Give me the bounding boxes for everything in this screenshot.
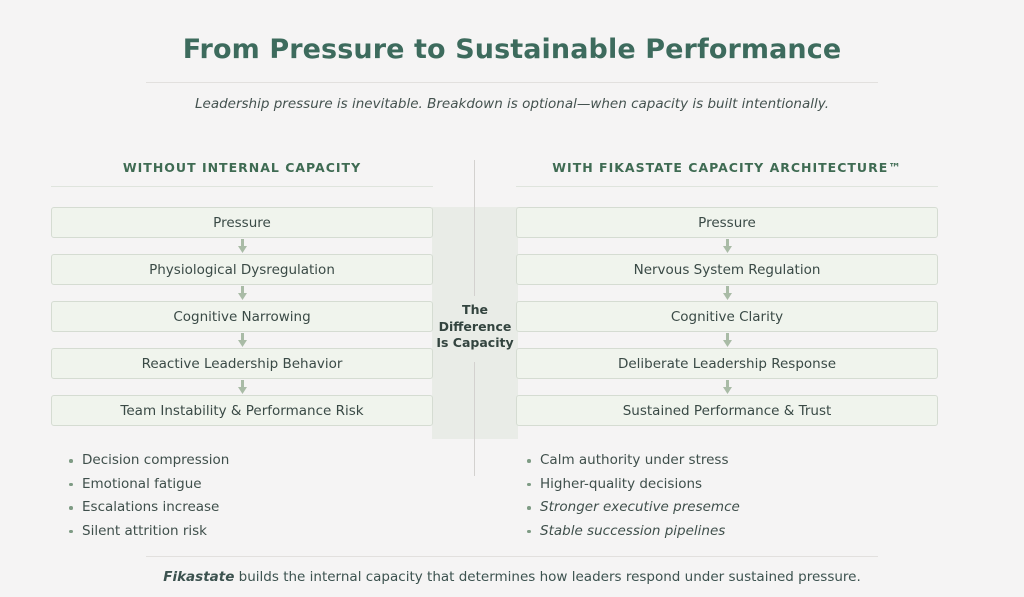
brand-name: Fikastate [163, 569, 235, 585]
arrow-down-icon [51, 379, 433, 395]
arrow-down-icon [51, 285, 433, 301]
flow-step-box: Physiological Dysregulation [51, 254, 433, 285]
center-divider-bottom [474, 362, 475, 476]
flow-step-box: Cognitive Clarity [516, 301, 938, 332]
flow-step-box: Pressure [516, 207, 938, 238]
column-header-rule-left [51, 186, 433, 187]
title-divider [146, 82, 878, 83]
center-label-line-3: Is Capacity [436, 335, 514, 350]
footer-statement: Fikastate builds the internal capacity t… [0, 569, 1024, 585]
column-header-right: WITH FIKASTATE CAPACITY ARCHITECTURE™ [552, 160, 902, 175]
flow-step-box: Cognitive Narrowing [51, 301, 433, 332]
list-item: Calm authority under stress [516, 449, 938, 472]
list-item: Emotional fatigue [51, 473, 433, 496]
outcome-list-left: Decision compression Emotional fatigue E… [51, 449, 433, 543]
arrow-down-icon [516, 332, 938, 348]
list-item: Silent attrition risk [51, 520, 433, 543]
center-label-line-1: The [462, 302, 488, 317]
center-divider-top [474, 160, 475, 296]
flow-step-box: Nervous System Regulation [516, 254, 938, 285]
flow-step-box: Reactive Leadership Behavior [51, 348, 433, 379]
list-item: Higher-quality decisions [516, 473, 938, 496]
list-item: Escalations increase [51, 496, 433, 519]
center-band [432, 207, 518, 439]
flow-step-box: Team Instability & Performance Risk [51, 395, 433, 426]
column-header-rule-right [516, 186, 938, 187]
outcome-list-right: Calm authority under stress Higher-quali… [516, 449, 938, 543]
footer-divider [146, 556, 878, 557]
column-with-capacity: WITH FIKASTATE CAPACITY ARCHITECTURE™ Pr… [516, 160, 938, 543]
arrow-down-icon [51, 332, 433, 348]
column-header-left: WITHOUT INTERNAL CAPACITY [122, 160, 362, 175]
arrow-down-icon [51, 238, 433, 254]
flow-step-box: Sustained Performance & Trust [516, 395, 938, 426]
list-item: Decision compression [51, 449, 433, 472]
list-item: Stronger executive presemce [516, 496, 938, 519]
flow-step-box: Deliberate Leadership Response [516, 348, 938, 379]
arrow-down-icon [516, 238, 938, 254]
column-without-capacity: WITHOUT INTERNAL CAPACITY Pressure Physi… [51, 160, 433, 543]
center-label-line-2: Difference [438, 318, 512, 334]
arrow-down-icon [516, 285, 938, 301]
list-item: Stable succession pipelines [516, 520, 938, 543]
page-title: From Pressure to Sustainable Performance [182, 34, 842, 65]
arrow-down-icon [516, 379, 938, 395]
center-difference-label: The Difference Is Capacity [432, 302, 518, 352]
footer-text: builds the internal capacity that determ… [234, 569, 861, 585]
page-subtitle: Leadership pressure is inevitable. Break… [195, 96, 829, 112]
flow-step-box: Pressure [51, 207, 433, 238]
